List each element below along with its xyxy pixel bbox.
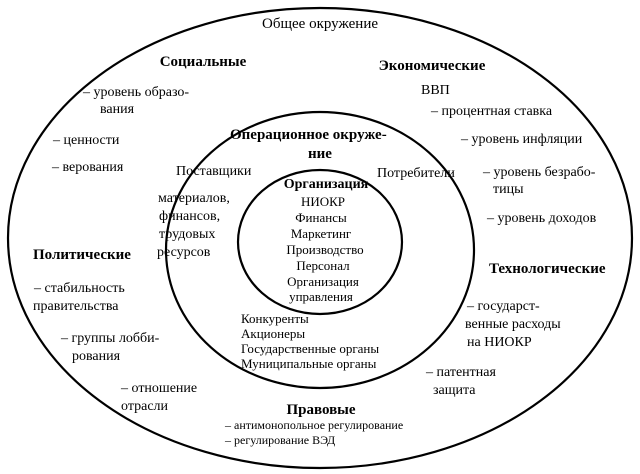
consumers-label: Потребители bbox=[377, 166, 455, 181]
general-environment-ring bbox=[6, 6, 634, 470]
organization-item: Производство bbox=[286, 242, 364, 257]
social-item: вания bbox=[100, 102, 135, 117]
social-heading: Социальные bbox=[159, 54, 247, 70]
political-item: – группы лобби- bbox=[61, 331, 160, 346]
legal-item: – антимонопольное регулирование bbox=[225, 418, 404, 432]
social-item: – верования bbox=[52, 160, 124, 175]
social-item: – уровень образо- bbox=[83, 85, 190, 100]
operational-other-item: Акционеры bbox=[241, 326, 306, 341]
technological-item: – государст- bbox=[467, 299, 540, 314]
organization-item: Маркетинг bbox=[290, 226, 352, 241]
resources-item: трудовых bbox=[159, 227, 216, 242]
economic-item: ВВП bbox=[421, 83, 450, 98]
resources-item: материалов, bbox=[158, 191, 230, 206]
economic-item: – процентная ставка bbox=[431, 104, 553, 119]
political-item: рования bbox=[72, 349, 121, 364]
resources-item: финансов, bbox=[159, 209, 221, 224]
organization-item: Персонал bbox=[296, 258, 350, 273]
economic-heading: Экономические bbox=[378, 58, 486, 74]
technological-heading: Технологические bbox=[489, 261, 606, 277]
organization-item: Финансы bbox=[295, 210, 347, 225]
political-item: – стабильность bbox=[34, 281, 125, 296]
economic-item: – уровень инфляции bbox=[461, 132, 583, 147]
economic-item: тицы bbox=[493, 182, 524, 197]
operational-environment-ring bbox=[164, 110, 476, 390]
political-heading: Политические bbox=[33, 247, 131, 263]
organization-title: Организация bbox=[283, 177, 369, 192]
economic-item: – уровень безрабо- bbox=[483, 165, 596, 180]
political-item: отрасли bbox=[121, 399, 169, 414]
operational-other-item: Конкуренты bbox=[241, 311, 309, 326]
operational-title: Операционное окруже- bbox=[230, 127, 387, 143]
technological-item: защита bbox=[433, 383, 476, 398]
suppliers-label: Поставщики bbox=[176, 164, 252, 179]
operational-other-item: Государственные органы bbox=[241, 341, 380, 356]
operational-other-item: Муниципальные органы bbox=[241, 356, 377, 371]
economic-item: – уровень доходов bbox=[487, 211, 597, 226]
technological-item: венные расходы bbox=[465, 317, 561, 332]
organization-item: управления bbox=[289, 289, 353, 304]
organization-item: НИОКР bbox=[300, 194, 346, 209]
organization-ring bbox=[236, 168, 404, 316]
political-item: правительства bbox=[33, 299, 119, 314]
technological-item: на НИОКР bbox=[467, 335, 532, 350]
organization-item: Организация bbox=[287, 274, 359, 289]
technological-item: – патентная bbox=[426, 365, 496, 380]
legal-item: – регулирование ВЭД bbox=[225, 433, 336, 447]
legal-heading: Правовые bbox=[286, 402, 356, 418]
social-item: – ценности bbox=[53, 133, 120, 148]
operational-title: ние bbox=[308, 146, 332, 162]
general-environment-title: Общее окружение bbox=[261, 16, 379, 32]
political-item: – отношение bbox=[121, 381, 198, 396]
resources-item: ресурсов bbox=[157, 245, 211, 260]
